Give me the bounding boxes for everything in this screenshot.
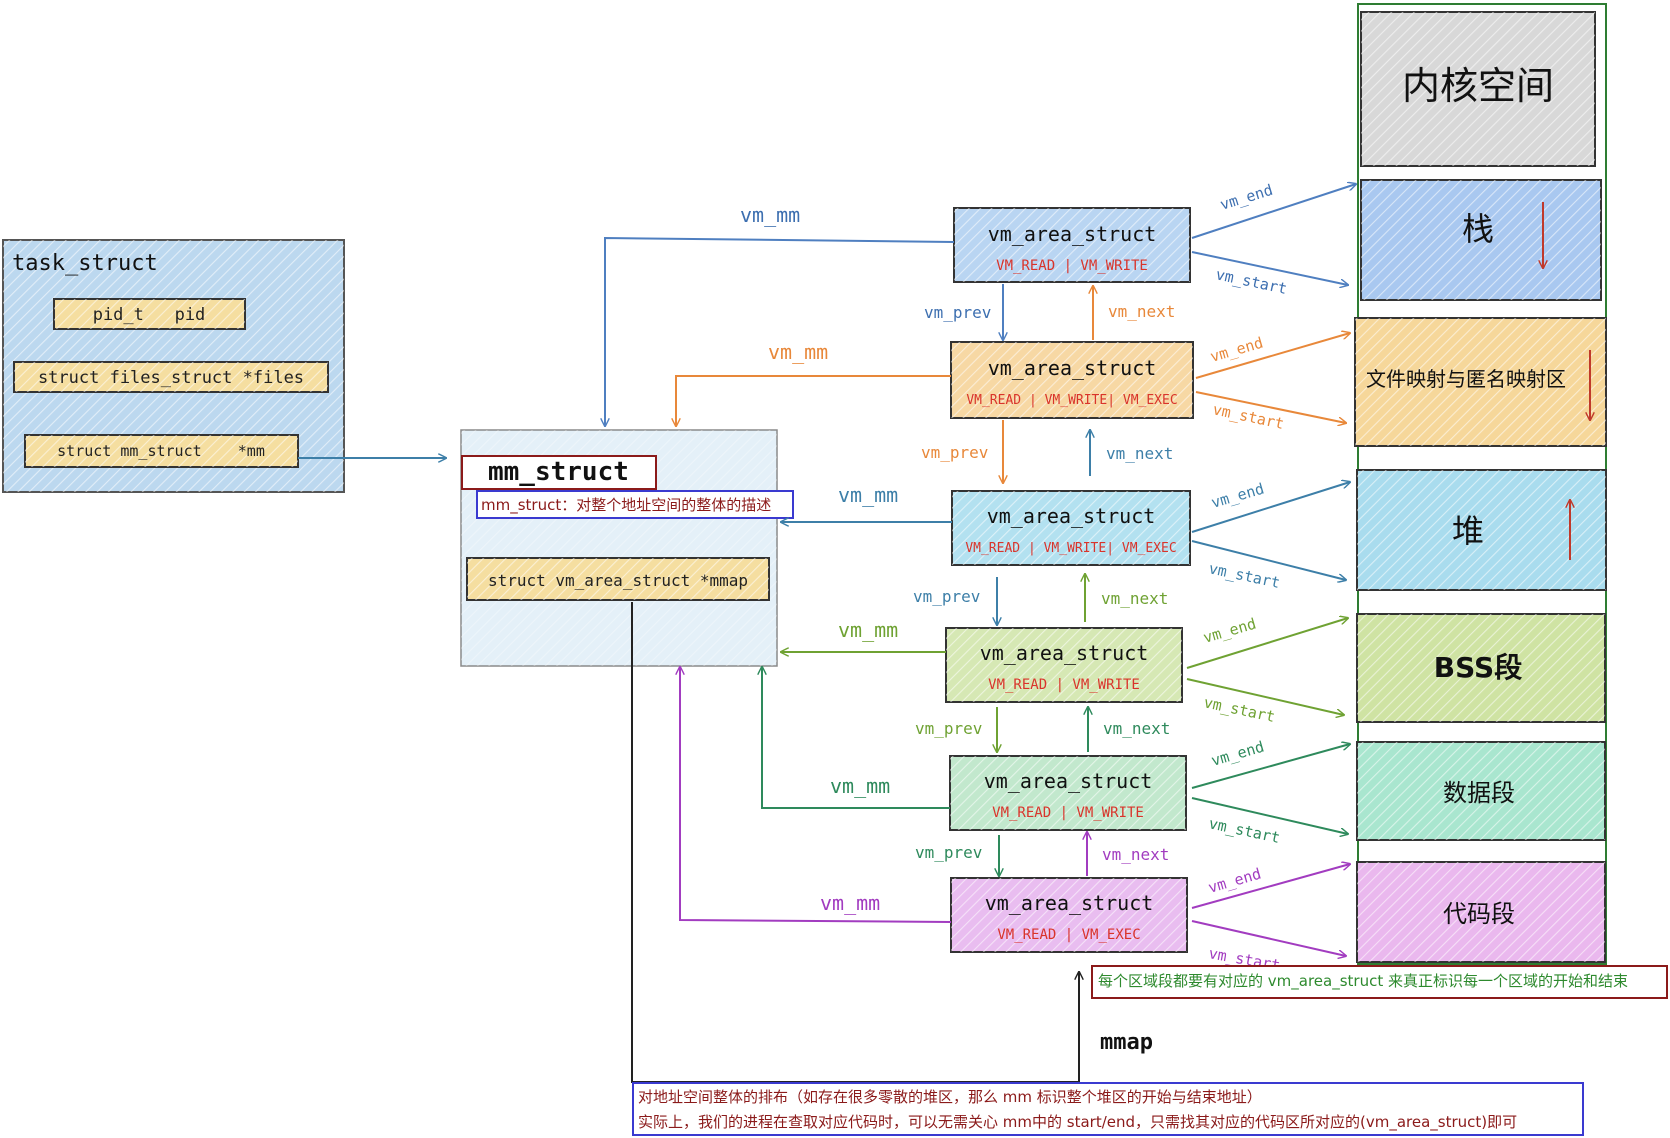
vm-end-label-1: vm_end <box>1218 181 1275 214</box>
mm-struct-title-frame <box>461 455 657 490</box>
segment-stack-label: 栈 <box>1462 210 1494 248</box>
vma-box-6: vm_area_struct VM_READ | VM_EXEC <box>950 877 1188 953</box>
vm-mm-label-2: vm_mm <box>768 340 828 364</box>
task-field-mm-label: struct mm_struct *mm <box>57 442 265 460</box>
task-struct-title: task_struct <box>12 251 158 276</box>
vm-end-label-6: vm_end <box>1206 865 1263 897</box>
vm-mm-arrow-2 <box>676 375 951 426</box>
layout-note-line-1: 对地址空间整体的排布（如存在很多零散的堆区，那么 mm 标识整个堆区的开始与结束… <box>638 1088 1262 1106</box>
vm-mm-label-3: vm_mm <box>838 483 898 507</box>
vm-end-arrow-5 <box>1191 744 1350 789</box>
vm-mm-label-1: vm_mm <box>740 203 800 227</box>
vm-mm-arrow-1 <box>605 236 955 426</box>
segment-kernel-label: 内核空间 <box>1402 64 1554 108</box>
segment-heap-label: 堆 <box>1452 512 1484 550</box>
segment-kernel: 内核空间 <box>1360 11 1596 167</box>
vm-start-label-3: vm_start <box>1207 559 1281 592</box>
vm-mm-arrow-6 <box>680 667 952 923</box>
task-field-files: struct files_struct *files <box>13 361 329 393</box>
task-field-pid-label: pid_t pid <box>93 305 206 325</box>
vma-5-name: vm_area_struct <box>984 769 1153 793</box>
vm-end-label-3: vm_end <box>1209 480 1266 512</box>
vma-1-name: vm_area_struct <box>988 222 1157 246</box>
vma-1-flags: VM_READ | VM_WRITE <box>996 258 1148 274</box>
vm-start-arrow-2 <box>1195 391 1346 423</box>
vm-start-label-4: vm_start <box>1202 693 1276 726</box>
vm-end-arrow-1 <box>1191 184 1356 239</box>
vm-start-arrow-6 <box>1191 920 1346 956</box>
vm-end-arrow-3 <box>1191 482 1350 533</box>
vm-next-label-2: vm_next <box>1106 444 1173 463</box>
segment-code-label: 代码段 <box>1443 900 1515 928</box>
vma-box-2: vm_area_struct VM_READ | VM_WRITE| VM_EX… <box>950 341 1194 419</box>
vm-start-label-5: vm_start <box>1207 814 1281 847</box>
vm-next-label-5: vm_next <box>1102 845 1169 864</box>
task-struct-box: task_struct pid_t pid struct files_struc… <box>2 239 345 493</box>
vm-mm-label-5: vm_mm <box>830 774 890 798</box>
vma-box-4: vm_area_struct VM_READ | VM_WRITE <box>945 627 1183 703</box>
vma-box-3: vm_area_struct VM_READ | VM_WRITE| VM_EX… <box>951 490 1191 566</box>
vm-start-label-2: vm_start <box>1211 400 1285 433</box>
vm-next-label-1: vm_next <box>1108 302 1175 321</box>
mm-field-mmap: struct vm_area_struct *mmap <box>466 557 770 601</box>
segment-mmap: 文件映射与匿名映射区 <box>1354 317 1607 447</box>
vma-2-name: vm_area_struct <box>988 356 1157 380</box>
vma-note-text: 每个区域段都要有对应的 vm_area_struct 来真正标识每一个区域的开始… <box>1098 972 1628 990</box>
segment-mmap-label: 文件映射与匿名映射区 <box>1366 367 1566 391</box>
vm-mm-arrow-5 <box>762 667 950 809</box>
layout-note: 对地址空间整体的排布（如存在很多零散的堆区，那么 mm 标识整个堆区的开始与结束… <box>632 1082 1584 1136</box>
segment-stack: 栈 <box>1360 179 1602 301</box>
segment-bss-label: BSS段 <box>1434 651 1522 684</box>
vm-end-label-5: vm_end <box>1209 738 1266 770</box>
task-field-mm: struct mm_struct *mm <box>24 434 299 468</box>
vma-box-1: vm_area_struct VM_READ | VM_WRITE <box>953 207 1191 283</box>
mm-struct-note-frame <box>476 490 794 519</box>
segment-bss: BSS段 <box>1356 613 1606 723</box>
mm-struct-title: mm_struct <box>488 457 629 487</box>
vm-prev-label-5: vm_prev <box>915 843 982 862</box>
vma-3-flags: VM_READ | VM_WRITE| VM_EXEC <box>965 541 1176 556</box>
layout-note-line-2: 实际上，我们的进程在查取对应代码时，可以无需关心 mm中的 start/end，… <box>638 1113 1518 1131</box>
task-field-pid: pid_t pid <box>53 298 246 330</box>
segment-data-label: 数据段 <box>1443 779 1515 807</box>
vm-mm-label-4: vm_mm <box>838 618 898 642</box>
vm-prev-label-2: vm_prev <box>921 443 988 462</box>
vm-start-arrow-3 <box>1191 540 1346 580</box>
mm-struct-box: mm_struct mm_struct：对整个地址空间的整体的描述 struct… <box>460 429 794 667</box>
vm-prev-label-1: vm_prev <box>924 303 991 322</box>
mm-struct-note: mm_struct：对整个地址空间的整体的描述 <box>481 496 771 515</box>
vm-end-arrow-2 <box>1195 333 1350 379</box>
vm-prev-label-4: vm_prev <box>915 719 982 738</box>
vma-2-flags: VM_READ | VM_WRITE| VM_EXEC <box>966 393 1177 408</box>
vm-next-label-3: vm_next <box>1101 589 1168 608</box>
vma-note: 每个区域段都要有对应的 vm_area_struct 来真正标识每一个区域的开始… <box>1091 965 1668 999</box>
segment-data: 数据段 <box>1356 741 1606 841</box>
vm-end-arrow-4 <box>1186 618 1348 669</box>
vm-end-label-4: vm_end <box>1201 615 1258 647</box>
vm-mm-label-6: vm_mm <box>820 891 880 915</box>
vma-6-flags: VM_READ | VM_EXEC <box>997 927 1140 943</box>
segment-code: 代码段 <box>1356 861 1606 963</box>
vm-next-label-4: vm_next <box>1103 719 1170 738</box>
vma-4-flags: VM_READ | VM_WRITE <box>988 677 1140 693</box>
vm-start-arrow-4 <box>1186 678 1344 715</box>
mmap-label: mmap <box>1100 1030 1153 1055</box>
vm-start-arrow-5 <box>1191 797 1348 834</box>
vma-3-name: vm_area_struct <box>987 504 1156 528</box>
vma-4-name: vm_area_struct <box>980 641 1149 665</box>
vma-box-5: vm_area_struct VM_READ | VM_WRITE <box>949 755 1187 831</box>
mm-field-mmap-label: struct vm_area_struct *mmap <box>488 571 748 590</box>
vm-prev-label-3: vm_prev <box>913 587 980 606</box>
vma-5-flags: VM_READ | VM_WRITE <box>992 805 1144 821</box>
vm-start-arrow-1 <box>1191 251 1348 285</box>
vm-end-arrow-6 <box>1191 864 1350 909</box>
segment-heap: 堆 <box>1356 469 1607 591</box>
task-field-files-label: struct files_struct *files <box>38 368 304 388</box>
vma-6-name: vm_area_struct <box>985 891 1154 915</box>
